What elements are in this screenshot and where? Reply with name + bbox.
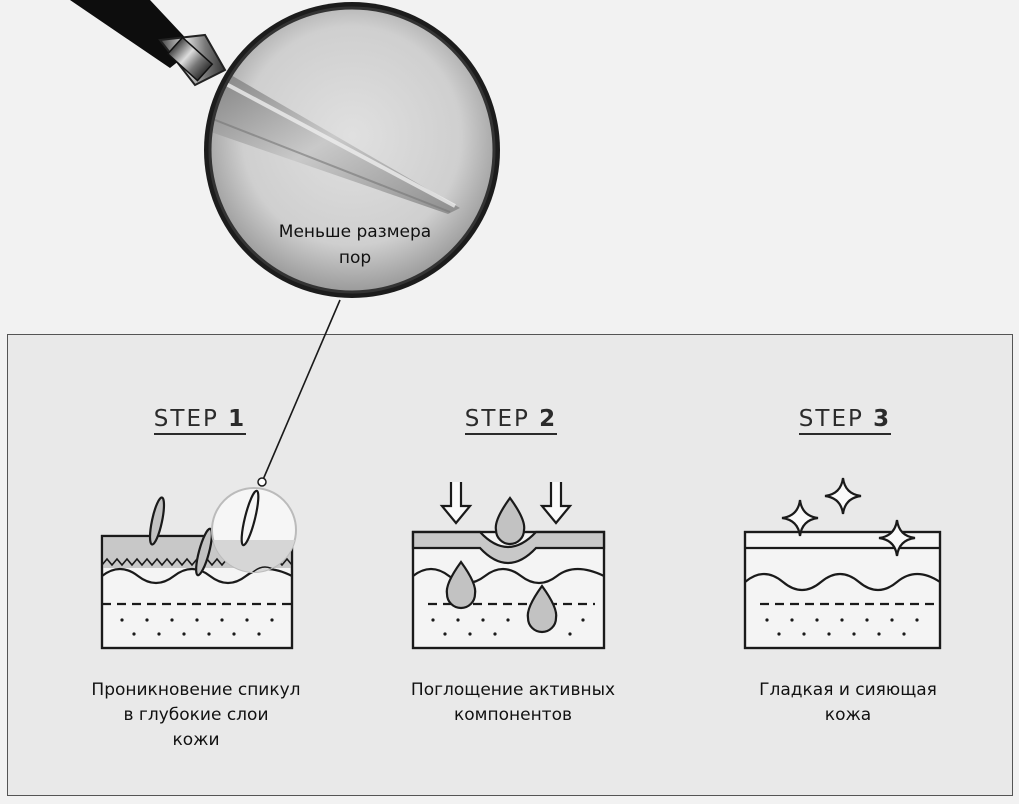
magnifier-label-line2: пор: [338, 248, 372, 268]
step-3-desc-line: Гладкая и сияющая: [759, 680, 937, 700]
step-3-word: STEP: [798, 406, 864, 432]
step-1-number: 1: [228, 406, 247, 432]
step-3-description: Гладкая и сияющая кожа: [698, 678, 998, 728]
step-2-number: 2: [539, 406, 558, 432]
step-1-desc-line: Проникновение спикул: [91, 680, 301, 700]
connector-dot: [257, 477, 267, 487]
skin-spicules-icon: [100, 487, 297, 650]
step-1-desc-line: кожи: [172, 730, 220, 750]
step-3-desc-line: кожа: [824, 705, 872, 725]
needle-closeup: [210, 60, 460, 214]
smooth-skin-sparkles-icon: [743, 477, 942, 650]
magnifying-glass-icon: [70, 0, 500, 298]
step-2-description: Поглощение активных компонентов: [363, 678, 663, 728]
skin-absorption-icon: [411, 482, 606, 650]
step-1-title: STEP 1: [100, 406, 300, 435]
step-1-word: STEP: [153, 406, 219, 432]
step-2-word: STEP: [464, 406, 530, 432]
step-2-title: STEP 2: [411, 406, 611, 435]
step-3-title: STEP 3: [745, 406, 945, 435]
step-3-number: 3: [873, 406, 892, 432]
step-2-desc-line: Поглощение активных: [410, 680, 616, 700]
magnifier-label-line1: Меньше размера: [278, 222, 432, 242]
step-1-description: Проникновение спикул в глубокие слои кож…: [46, 678, 346, 753]
connector-line: [261, 299, 341, 483]
magnifier-label: Меньше размера пор: [240, 219, 470, 271]
step-1-desc-line: в глубокие слои: [123, 705, 269, 725]
step-2-desc-line: компонентов: [453, 705, 573, 725]
